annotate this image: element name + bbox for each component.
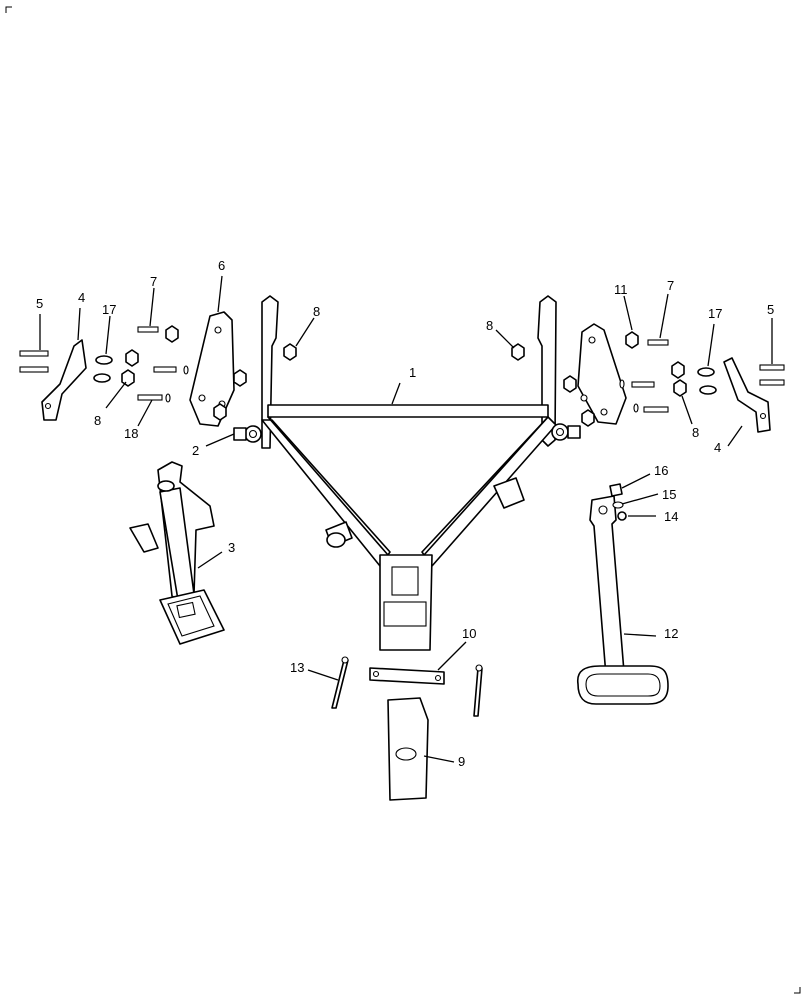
callout-17-right: 17 xyxy=(708,306,722,321)
flat-bar xyxy=(369,667,445,685)
hitch-block xyxy=(387,697,429,801)
callout-4-right: 4 xyxy=(714,440,721,455)
jack-stand xyxy=(129,461,225,645)
callout-2: 2 xyxy=(192,443,199,458)
callout-18: 18 xyxy=(124,426,138,441)
cotter-pins xyxy=(331,656,483,717)
callout-17-left: 17 xyxy=(102,302,116,317)
callout-10: 10 xyxy=(462,626,476,641)
callout-7-right: 7 xyxy=(667,278,674,293)
callout-12: 12 xyxy=(664,626,678,641)
bolts xyxy=(19,326,785,413)
corner-mark-top-left xyxy=(5,6,12,13)
left-mount-plate xyxy=(189,311,235,427)
callout-14: 14 xyxy=(664,509,678,524)
callout-8-left-top: 8 xyxy=(313,304,320,319)
right-mount-plate xyxy=(577,323,627,425)
washers xyxy=(93,355,717,413)
callout-16: 16 xyxy=(654,463,668,478)
callout-5-left: 5 xyxy=(36,296,43,311)
callout-6: 6 xyxy=(218,258,225,273)
callout-8-right-low: 8 xyxy=(692,425,699,440)
left-bracket xyxy=(41,339,87,421)
callout-13: 13 xyxy=(290,660,304,675)
callout-labels: 1 2 3 4 4 5 5 6 7 7 8 8 8 8 9 10 11 12 1… xyxy=(36,258,774,769)
callout-11: 11 xyxy=(614,282,628,297)
callout-9: 9 xyxy=(458,754,465,769)
callout-4-left: 4 xyxy=(78,290,85,305)
callout-1: 1 xyxy=(409,365,416,380)
pin-hardware xyxy=(609,483,627,521)
nuts xyxy=(121,325,687,427)
right-bracket xyxy=(723,357,771,433)
callout-8-right-top: 8 xyxy=(486,318,493,333)
foot-stand xyxy=(576,495,669,705)
leader-lines xyxy=(39,275,773,763)
corner-mark-bottom-right xyxy=(794,987,801,994)
callout-7-left: 7 xyxy=(150,274,157,289)
callout-8-left-low: 8 xyxy=(94,413,101,428)
callout-15: 15 xyxy=(662,487,676,502)
callout-5-right: 5 xyxy=(767,302,774,317)
callout-3: 3 xyxy=(228,540,235,555)
a-frame-hitch xyxy=(233,295,581,651)
